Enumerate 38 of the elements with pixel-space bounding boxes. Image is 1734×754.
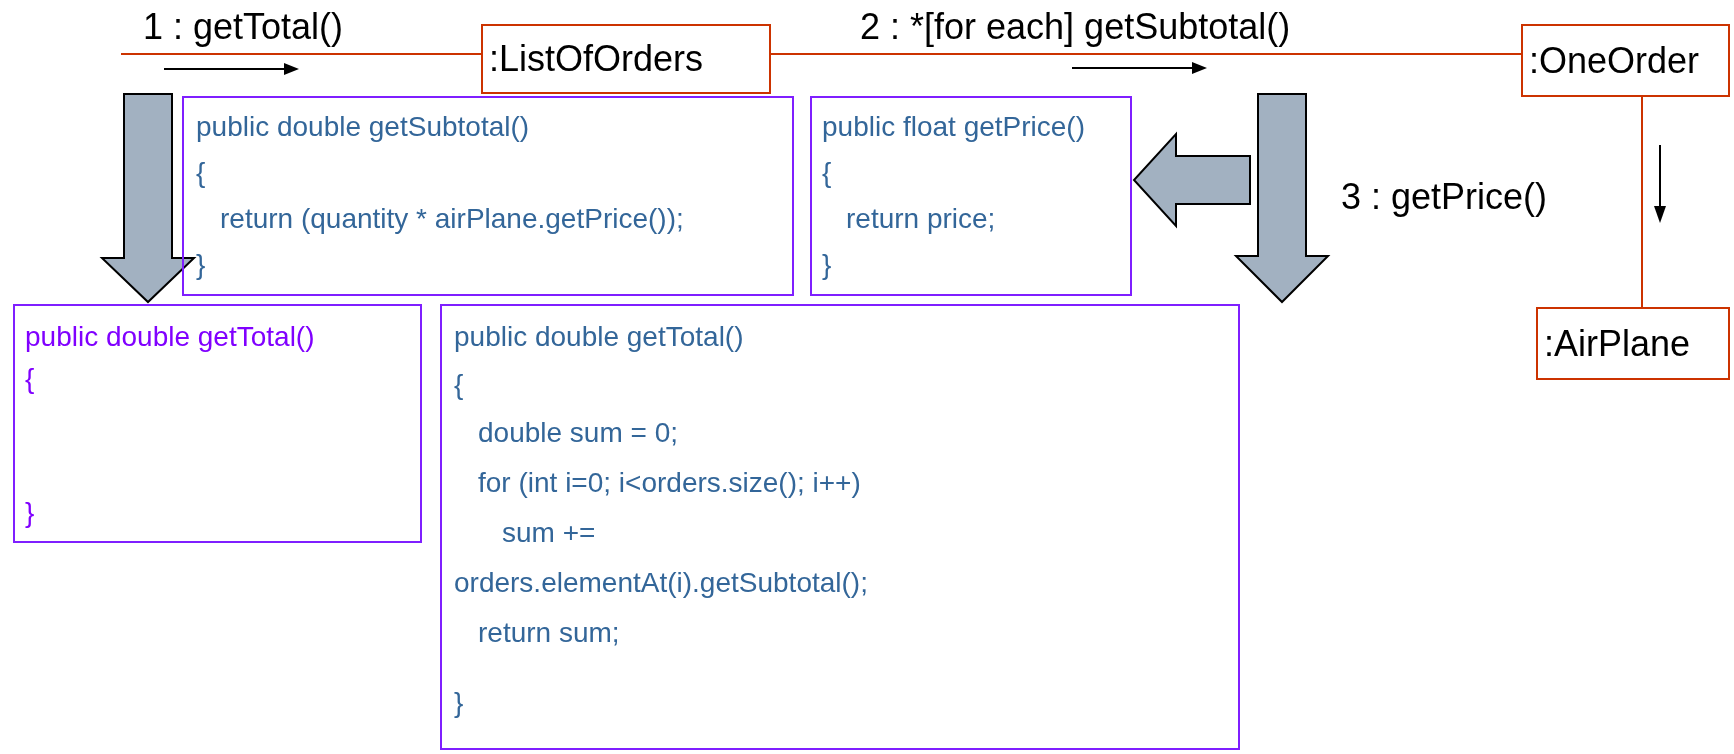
object-box: [481, 24, 771, 94]
code-box: [810, 96, 1132, 296]
code-line: public double getTotal(): [454, 320, 744, 354]
connector-line: [770, 53, 1522, 55]
code-line: }: [196, 248, 206, 282]
code-line: {: [196, 156, 206, 190]
block-arrow: [1132, 131, 1251, 229]
connector-line: [1641, 96, 1643, 308]
code-line: double sum = 0;: [478, 416, 679, 450]
object-box: [1521, 24, 1730, 97]
code-box: [440, 304, 1240, 750]
code-box: [182, 96, 794, 296]
message-label: 1 : getTotal(): [143, 6, 344, 48]
code-line: public double getSubtotal(): [196, 110, 530, 144]
connector-line: [120, 53, 482, 55]
object-box: [1536, 307, 1730, 380]
object-name: :ListOfOrders: [489, 38, 704, 80]
object-name: :OneOrder: [1529, 39, 1700, 82]
message-label: 2 : *[for each] getSubtotal(): [860, 6, 1291, 48]
code-box: [13, 304, 422, 543]
code-line: {: [25, 362, 35, 396]
code-line: public double getTotal(): [25, 320, 315, 354]
code-line: {: [822, 156, 832, 190]
code-line: orders.elementAt(i).getSubtotal();: [454, 566, 868, 600]
block-arrow: [1233, 93, 1331, 304]
message-label: 3 : getPrice(): [1341, 176, 1548, 218]
code-line: }: [822, 248, 832, 282]
code-line: sum +=: [502, 516, 596, 550]
block-arrow: [99, 93, 197, 304]
code-line: {: [454, 368, 464, 402]
code-line: public float getPrice(): [822, 110, 1085, 144]
object-name: :AirPlane: [1544, 322, 1691, 365]
code-line: for (int i=0; i<orders.size(); i++): [478, 466, 861, 500]
code-line: return sum;: [478, 616, 620, 650]
code-line: return price;: [846, 202, 996, 236]
code-line: }: [454, 686, 464, 720]
code-line: return (quantity * airPlane.getPrice());: [220, 202, 684, 236]
code-line: }: [25, 496, 35, 530]
